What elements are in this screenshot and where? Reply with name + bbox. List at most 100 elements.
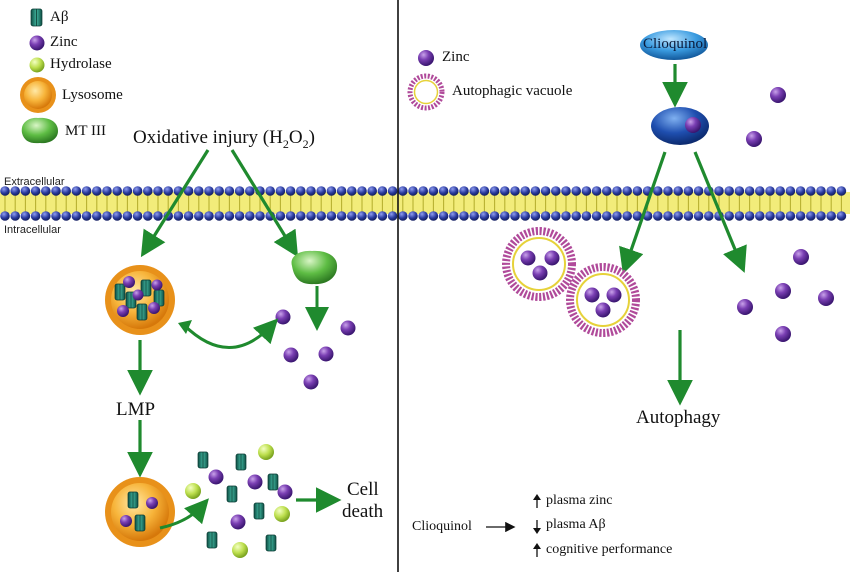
lipid-head [102, 211, 112, 221]
arrowhead-left [178, 320, 192, 334]
lipid-head [581, 186, 592, 196]
legend-left [20, 8, 59, 144]
lipid-head [775, 186, 785, 196]
lipid-head [41, 211, 51, 221]
lipid-head [153, 211, 163, 221]
zinc-ion [230, 514, 246, 530]
lipid-head [683, 211, 694, 221]
lipid-head [51, 211, 61, 221]
lipid-head [92, 186, 102, 196]
lipid-head [551, 211, 561, 221]
lipid-head [500, 211, 510, 221]
lipid-head [734, 211, 745, 221]
lipid-head [449, 211, 459, 221]
lipid-head [744, 186, 755, 196]
lipid-head [408, 211, 418, 221]
lipid-head [704, 211, 714, 221]
lipid-head [336, 186, 347, 196]
intracellular-zinc-cluster [737, 249, 834, 342]
lipid-head [10, 186, 20, 196]
lipid-head [418, 186, 429, 196]
lipid-head [81, 186, 92, 196]
hydrolase-legend-icon [29, 57, 45, 73]
lipid-head [714, 186, 724, 196]
lipid-head [204, 211, 214, 221]
lipid-head [530, 186, 541, 196]
abeta-fibril [134, 514, 146, 532]
lipid-head [61, 186, 71, 196]
effect-cognitive-performance: cognitive performance [546, 542, 673, 557]
autophagic-vacuole [502, 227, 576, 301]
lipid-head [347, 186, 357, 196]
lipid-head [571, 186, 581, 196]
lipid-head [724, 211, 734, 221]
lipid-head [204, 186, 214, 196]
lipid-head [214, 186, 224, 196]
double-arrow-exchange [182, 318, 279, 349]
abeta-fibril [140, 279, 152, 297]
hydrolase [232, 542, 248, 558]
lipid-head [785, 211, 796, 221]
legend-label-mt3: MT III [65, 123, 106, 139]
lmp-label: LMP [116, 399, 156, 420]
legend-label-abeta: Aβ [50, 9, 69, 25]
lipid-head [255, 211, 265, 221]
clioquinol-molecule [640, 30, 708, 60]
hydrolase [274, 506, 290, 522]
lipid-head [540, 211, 551, 221]
abeta-fibril [226, 485, 238, 503]
legend-label-hydrolase: Hydrolase [50, 56, 112, 72]
lipid-head [510, 211, 520, 221]
abeta-fibril [235, 453, 247, 471]
lipid-head [296, 211, 306, 221]
lipid-head [234, 186, 245, 196]
lipid-head [683, 186, 694, 196]
lipid-head [224, 211, 235, 221]
zinc-ion [120, 515, 132, 527]
lipid-head [479, 211, 490, 221]
lipid-head [245, 211, 255, 221]
abeta-fibril [267, 473, 279, 491]
lipid-head [663, 211, 673, 221]
lipid-head [377, 211, 388, 221]
lipid-head [540, 186, 551, 196]
lipid-head [816, 211, 826, 221]
lipid-head [469, 186, 480, 196]
lipid-head [551, 186, 561, 196]
lysosome-permeabilized [105, 477, 175, 547]
lipid-head [826, 211, 836, 221]
zinc-ion [146, 497, 158, 509]
lipid-head [122, 186, 133, 196]
zinc-legend-icon [29, 35, 45, 51]
lipid-head [428, 186, 439, 196]
effect-up-arrowhead [533, 494, 541, 500]
zinc-ion [123, 276, 135, 288]
lipid-head [591, 186, 602, 196]
stimulus-text-mid: O [288, 127, 303, 148]
lipid-head [510, 186, 520, 196]
legend-label-autophagic-vacuole: Autophagic vacuole [452, 83, 573, 99]
lipid-head [20, 186, 31, 196]
zinc-ion [132, 289, 144, 301]
legend-label-zinc-right: Zinc [442, 49, 470, 65]
abeta-fibril [206, 531, 218, 549]
extracellular-zinc [770, 87, 786, 103]
lipid-head [194, 211, 204, 221]
lipid-head [10, 211, 20, 221]
lipid-head [489, 186, 500, 196]
lipid-head [163, 186, 173, 196]
lipid-head [194, 186, 204, 196]
lipid-head [367, 186, 378, 196]
zinc-ion [277, 484, 293, 500]
lipid-head [428, 211, 439, 221]
released-contents [185, 444, 293, 558]
lipid-head [438, 211, 449, 221]
arrow-to-mt3 [230, 149, 299, 258]
lipid-head [806, 211, 816, 221]
lipid-head [826, 186, 836, 196]
lipid-head [112, 186, 122, 196]
lipid-head [602, 211, 612, 221]
clioquinol-label: Clioquinol [643, 36, 708, 52]
lipid-head [775, 211, 785, 221]
lipid-head [632, 186, 643, 196]
